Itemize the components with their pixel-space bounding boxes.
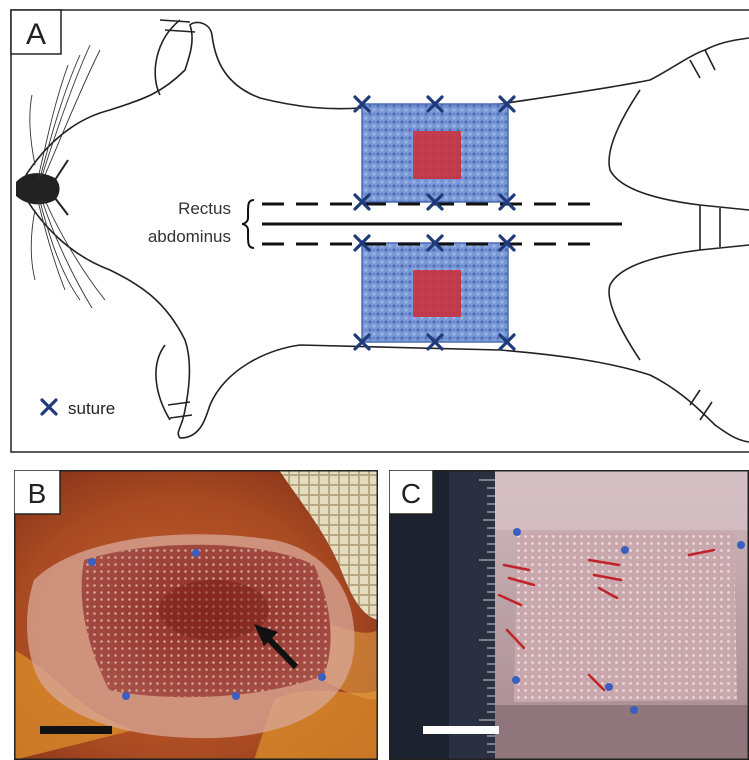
ruler [449,470,495,760]
panel-letter-c: C [401,478,421,509]
panel-letter-b: B [28,478,47,509]
panel-a-frame [11,10,749,452]
scale-bar-b [40,726,112,734]
rectus-label-line2: abdominus [148,227,231,246]
panel-letter-a: A [26,18,46,51]
implant-lower [413,270,461,317]
scale-bar-c [423,726,499,734]
panel-c-photo: C [389,470,749,760]
panel-b-image: B [14,470,378,760]
rectus-label-line1: Rectus [178,199,231,218]
panel-c-image: C [389,470,749,760]
panel-b-photo: B [14,470,378,760]
implant-upper [413,131,461,179]
legend-text: suture [68,399,115,418]
panel-a-schematic: suture Rectus abdominus A [0,0,749,456]
panel-a-drawing: suture Rectus abdominus A [0,0,749,456]
